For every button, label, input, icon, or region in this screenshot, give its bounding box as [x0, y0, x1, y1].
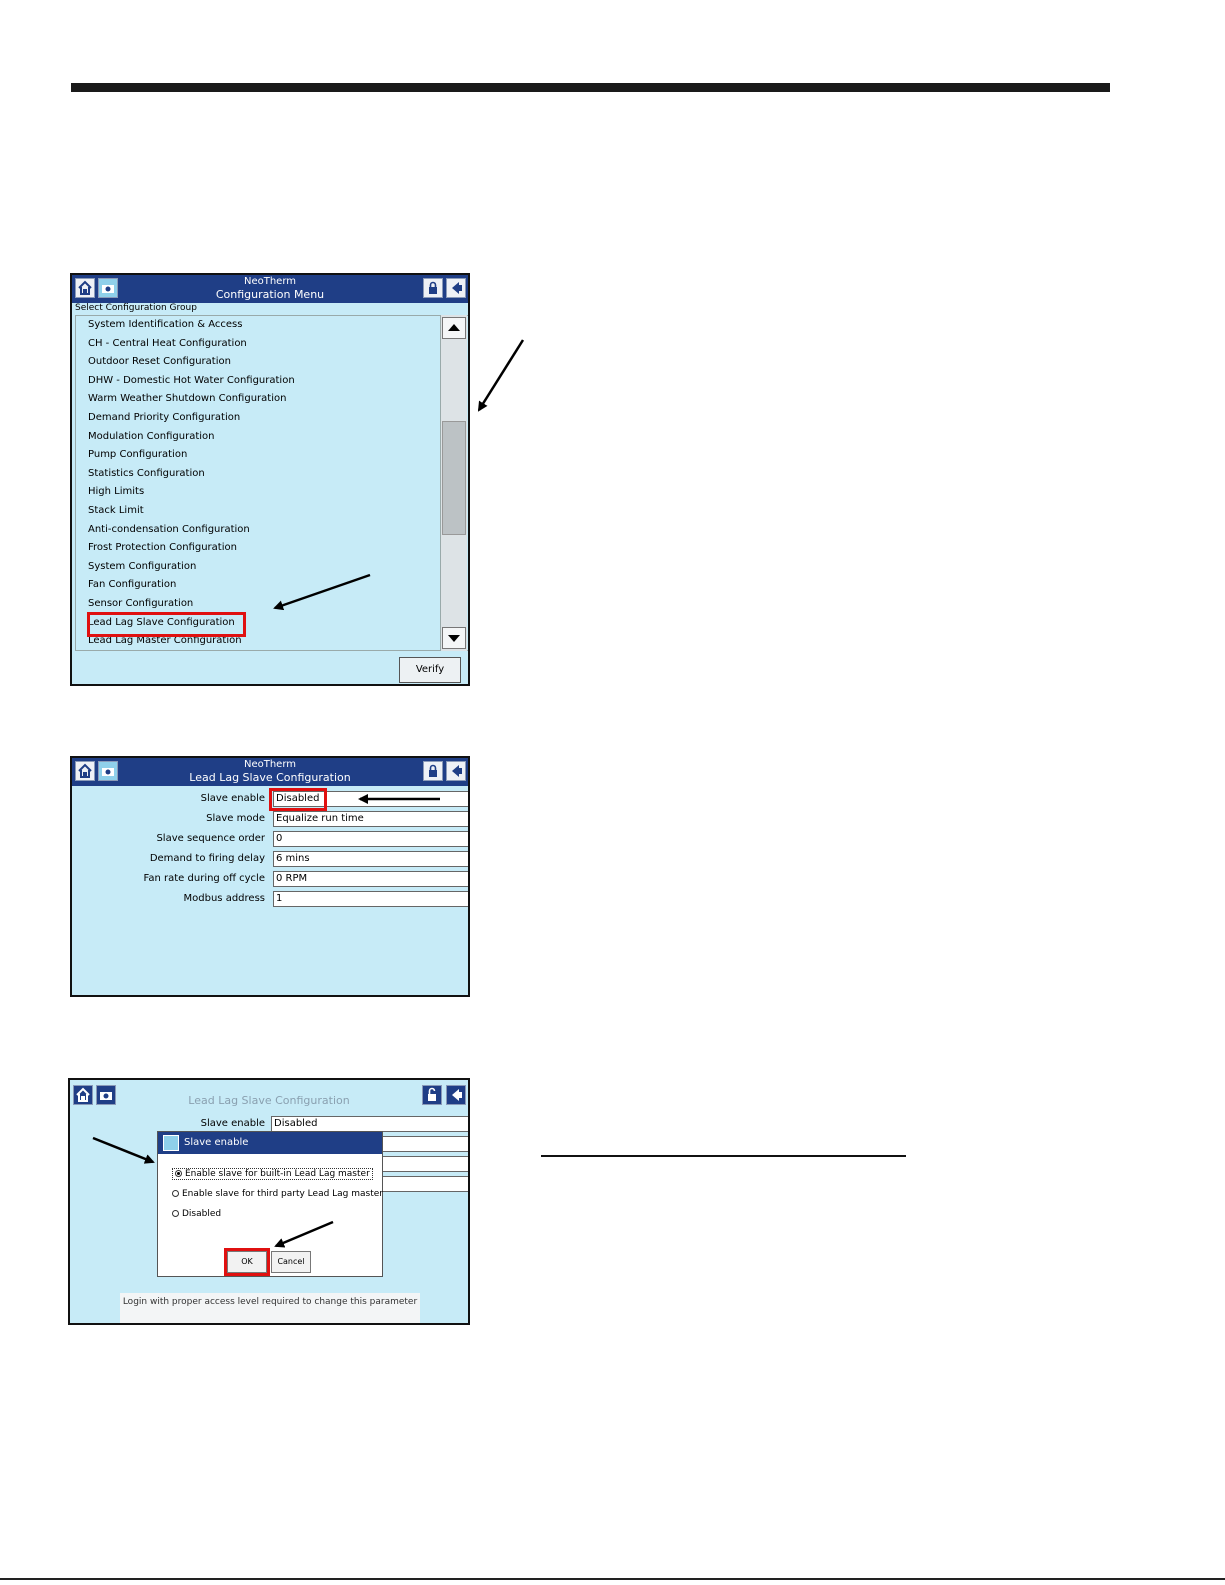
configuration-group-list	[75, 315, 468, 651]
demand-to-firing-delay-field[interactable]: 6 mins	[273, 851, 468, 867]
scroll-thumb[interactable]	[442, 421, 466, 535]
config-group-item[interactable]: Pump Configuration	[88, 449, 188, 461]
dialog-title: Slave enable	[158, 1132, 382, 1154]
config-group-item[interactable]: Statistics Configuration	[88, 467, 205, 479]
page-top-rule	[71, 83, 1110, 92]
cancel-button[interactable]: Cancel	[271, 1251, 311, 1273]
modbus-address-label: Modbus address	[183, 893, 265, 904]
unlock-icon[interactable]	[422, 1085, 442, 1105]
config-group-item[interactable]: Stack Limit	[88, 505, 144, 516]
scroll-up-button[interactable]	[442, 317, 466, 339]
slave-enable-label: Slave enable	[200, 793, 265, 804]
option-label: Disabled	[182, 1209, 222, 1219]
radio-icon[interactable]	[172, 1190, 179, 1197]
title-bar: NeoTherm Lead Lag Slave Configuration	[72, 758, 468, 786]
back-icon[interactable]	[446, 1085, 466, 1105]
home-icon[interactable]	[75, 761, 95, 781]
slave-sequence-order-label: Slave sequence order	[156, 833, 265, 844]
app-name: NeoTherm	[243, 759, 297, 770]
screenshot-slave-enable-dialog: Lead Lag Slave Configuration Slave enabl…	[68, 1078, 470, 1325]
modbus-address-field[interactable]: 1	[273, 891, 468, 907]
config-group-item[interactable]: Anti-condensation Configuration	[88, 523, 250, 535]
config-group-item[interactable]: High Limits	[88, 486, 145, 498]
arrow-to-scrollbar	[477, 339, 525, 412]
ok-button[interactable]: OK	[227, 1251, 267, 1273]
screen-title: Lead Lag Slave Configuration	[188, 1094, 350, 1107]
fan-rate-off-cycle-label: Fan rate during off cycle	[143, 873, 265, 884]
config-group-item[interactable]: System Identification & Access	[88, 319, 243, 330]
screen-title: Lead Lag Slave Configuration	[189, 771, 351, 784]
highlight-ok-button	[224, 1248, 270, 1276]
verify-button[interactable]: Verify	[399, 657, 461, 683]
config-group-item[interactable]: Warm Weather Shutdown Configuration	[88, 393, 287, 405]
app-name: NeoTherm	[243, 276, 297, 287]
slave-sequence-order-field[interactable]: 0	[273, 831, 468, 847]
blank-underline	[541, 1155, 906, 1157]
fan-rate-off-cycle-field[interactable]: 0 RPM	[273, 871, 468, 887]
option-disabled[interactable]: Disabled	[172, 1209, 221, 1219]
camera-icon[interactable]	[96, 1085, 116, 1105]
option-third-party-master[interactable]: Enable slave for third party Lead Lag ma…	[172, 1189, 383, 1199]
config-group-item[interactable]: DHW - Domestic Hot Water Configuration	[88, 374, 295, 386]
screenshot-lead-lag-slave-config: NeoTherm Lead Lag Slave Configuration Sl…	[70, 756, 470, 997]
config-group-item[interactable]: Modulation Configuration	[88, 430, 215, 442]
arrow-to-ok	[274, 1220, 334, 1248]
demand-to-firing-delay-label: Demand to firing delay	[149, 853, 265, 864]
radio-icon[interactable]	[172, 1210, 179, 1217]
config-group-item[interactable]: CH - Central Heat Configuration	[88, 337, 247, 349]
highlight-lead-lag-slave	[87, 612, 246, 637]
select-group-label: Select Configuration Group	[75, 303, 197, 313]
scroll-down-button[interactable]	[442, 627, 466, 649]
home-icon[interactable]	[75, 278, 95, 298]
slave-mode-field[interactable]: Equalize run time	[273, 811, 468, 827]
lock-icon[interactable]	[423, 761, 443, 781]
config-group-item[interactable]: Sensor Configuration	[88, 598, 194, 609]
back-icon[interactable]	[446, 761, 466, 781]
config-group-item[interactable]: Fan Configuration	[88, 579, 177, 591]
dialog-app-icon	[163, 1135, 179, 1151]
arrow-to-lead-lag-slave	[273, 573, 371, 611]
access-level-note: Login with proper access level required …	[120, 1293, 420, 1323]
screenshot-configuration-menu: NeoTherm Configuration Menu Select Confi…	[70, 273, 470, 686]
config-group-item[interactable]: Lead Lag Master Configuration	[88, 635, 242, 647]
arrow-to-dialog	[92, 1136, 155, 1164]
option-label: Enable slave for built-in Lead Lag maste…	[185, 1169, 370, 1179]
option-built-in-master[interactable]: Enable slave for built-in Lead Lag maste…	[172, 1168, 373, 1180]
title-bar: Lead Lag Slave Configuration	[70, 1080, 468, 1110]
screen-title: Configuration Menu	[215, 288, 325, 301]
title-bar: NeoTherm Configuration Menu	[72, 275, 468, 303]
slave-mode-label: Slave mode	[206, 813, 265, 824]
config-group-item[interactable]: Lead Lag Slave Configuration	[88, 616, 235, 628]
page-bottom-rule	[0, 1578, 1225, 1580]
camera-icon[interactable]	[98, 278, 118, 298]
radio-selected-icon[interactable]	[175, 1170, 182, 1177]
highlight-slave-enable	[269, 788, 327, 811]
config-group-item[interactable]: Outdoor Reset Configuration	[88, 356, 231, 368]
home-icon[interactable]	[73, 1085, 93, 1105]
config-group-item[interactable]: Frost Protection Configuration	[88, 542, 237, 554]
slave-enable-label: Slave enable	[200, 1118, 265, 1129]
scrollbar[interactable]	[440, 315, 467, 651]
slave-enable-dialog: Slave enable Enable slave for built-in L…	[157, 1131, 383, 1277]
option-label: Enable slave for third party Lead Lag ma…	[182, 1189, 383, 1199]
config-group-item[interactable]: Demand Priority Configuration	[88, 412, 241, 423]
camera-icon[interactable]	[98, 761, 118, 781]
config-group-item[interactable]: System Configuration	[88, 560, 197, 572]
back-icon[interactable]	[446, 278, 466, 298]
lock-icon[interactable]	[423, 278, 443, 298]
